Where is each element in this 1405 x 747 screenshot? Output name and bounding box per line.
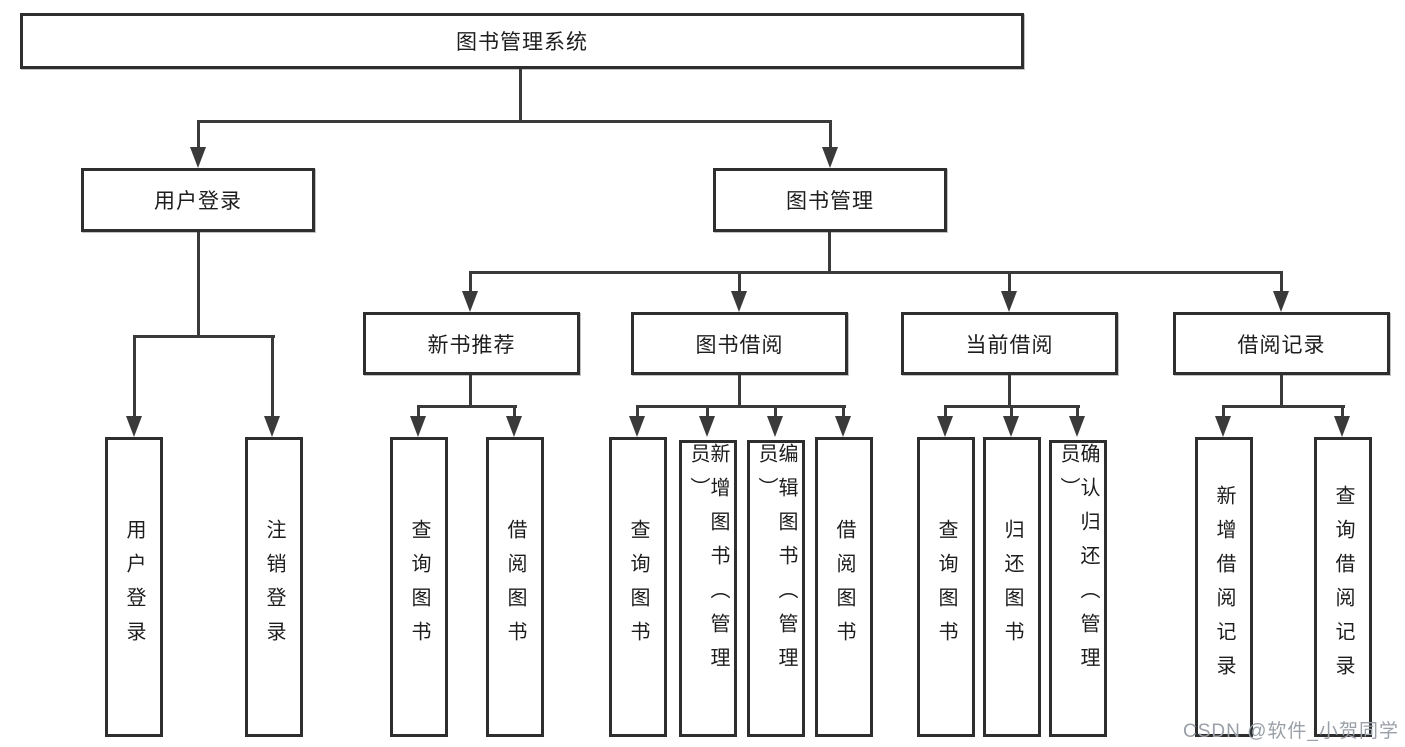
connector-arrow-down — [1334, 405, 1350, 437]
connector-arrow-down — [1215, 405, 1231, 437]
leaf-borrow-books: 借阅图书 — [815, 437, 873, 737]
connector-arrow-down — [506, 405, 522, 437]
connector-arrow-down — [629, 405, 645, 437]
connector-line — [1280, 375, 1283, 405]
connector-arrow-down — [699, 405, 715, 437]
leaf-edit-books-admin: 编辑图书（管理员） — [747, 440, 805, 737]
connector-line — [418, 405, 517, 408]
connector-line — [469, 375, 472, 405]
leaf-user-login: 用户登录 — [105, 437, 163, 737]
node-label: 新书推荐 — [427, 333, 516, 357]
node-book-management: 图书管理 — [713, 168, 947, 232]
connector-arrow-down — [835, 405, 851, 437]
node-new-book-recommendation: 新书推荐 — [363, 312, 580, 375]
node-label: 用户登录 — [123, 519, 145, 655]
leaf-return-books: 归还图书 — [983, 437, 1041, 737]
leaf-query-books-borrowing: 查询图书 — [609, 437, 667, 737]
connector-line — [470, 271, 1283, 274]
leaf-logout: 注销登录 — [245, 437, 303, 737]
node-label: 确认归还（管理员） — [1057, 443, 1099, 681]
node-label: 查询图书 — [627, 519, 649, 655]
node-root-library-management-system: 图书管理系统 — [20, 13, 1024, 69]
connector-line — [1008, 375, 1011, 405]
node-label: 新增图书（管理员） — [687, 443, 729, 681]
node-label: 用户登录 — [154, 190, 242, 213]
leaf-borrow-books-recommend: 借阅图书 — [486, 437, 544, 737]
connector-line — [1223, 405, 1345, 408]
node-current-borrowing: 当前借阅 — [901, 312, 1118, 375]
connector-arrow-down — [767, 405, 783, 437]
connector-line — [519, 69, 522, 120]
node-label: 借阅图书 — [833, 519, 855, 655]
connector-line — [738, 375, 741, 405]
node-label: 图书管理系统 — [456, 31, 588, 54]
watermark: CSDN @软件_小贺同学 — [1183, 721, 1399, 742]
node-label: 借阅记录 — [1237, 333, 1326, 357]
node-label: 图书借阅 — [695, 333, 784, 357]
connector-arrow-down — [462, 271, 478, 312]
connector-arrow-down — [410, 405, 426, 437]
connector-line — [637, 405, 846, 408]
node-user-login: 用户登录 — [81, 168, 315, 232]
leaf-confirm-return-admin: 确认归还（管理员） — [1049, 440, 1107, 737]
node-label: 查询图书 — [935, 519, 957, 655]
node-label: 归还图书 — [1001, 519, 1023, 655]
connector-line — [133, 335, 275, 338]
connector-arrow-down — [126, 335, 142, 437]
leaf-query-books-recommend: 查询图书 — [390, 437, 448, 737]
connector-arrow-down — [264, 335, 280, 437]
connector-line — [197, 232, 200, 335]
connector-arrow-down — [1003, 405, 1019, 437]
node-label: 查询图书 — [408, 519, 430, 655]
leaf-query-borrow-record: 查询借阅记录 — [1314, 437, 1372, 737]
connector-arrow-down — [190, 120, 206, 168]
node-label: 注销登录 — [263, 519, 285, 655]
node-label: 借阅图书 — [504, 519, 526, 655]
connector-line — [197, 120, 831, 123]
node-label: 当前借阅 — [965, 333, 1054, 357]
leaf-query-books-current: 查询图书 — [917, 437, 975, 737]
leaf-add-borrow-record: 新增借阅记录 — [1195, 437, 1253, 737]
connector-arrow-down — [1001, 271, 1017, 312]
node-borrowing-records: 借阅记录 — [1173, 312, 1390, 375]
connector-arrow-down — [1273, 271, 1289, 312]
connector-arrow-down — [731, 271, 747, 312]
node-label: 图书管理 — [786, 190, 874, 213]
node-label: 编辑图书（管理员） — [755, 443, 797, 681]
connector-arrow-down — [1069, 405, 1085, 437]
connector-arrow-down — [822, 120, 838, 168]
node-label: 新增借阅记录 — [1213, 485, 1235, 689]
leaf-add-books-admin: 新增图书（管理员） — [679, 440, 737, 737]
connector-line — [828, 232, 831, 271]
node-book-borrowing: 图书借阅 — [631, 312, 848, 375]
node-label: 查询借阅记录 — [1332, 485, 1354, 689]
connector-arrow-down — [937, 405, 953, 437]
